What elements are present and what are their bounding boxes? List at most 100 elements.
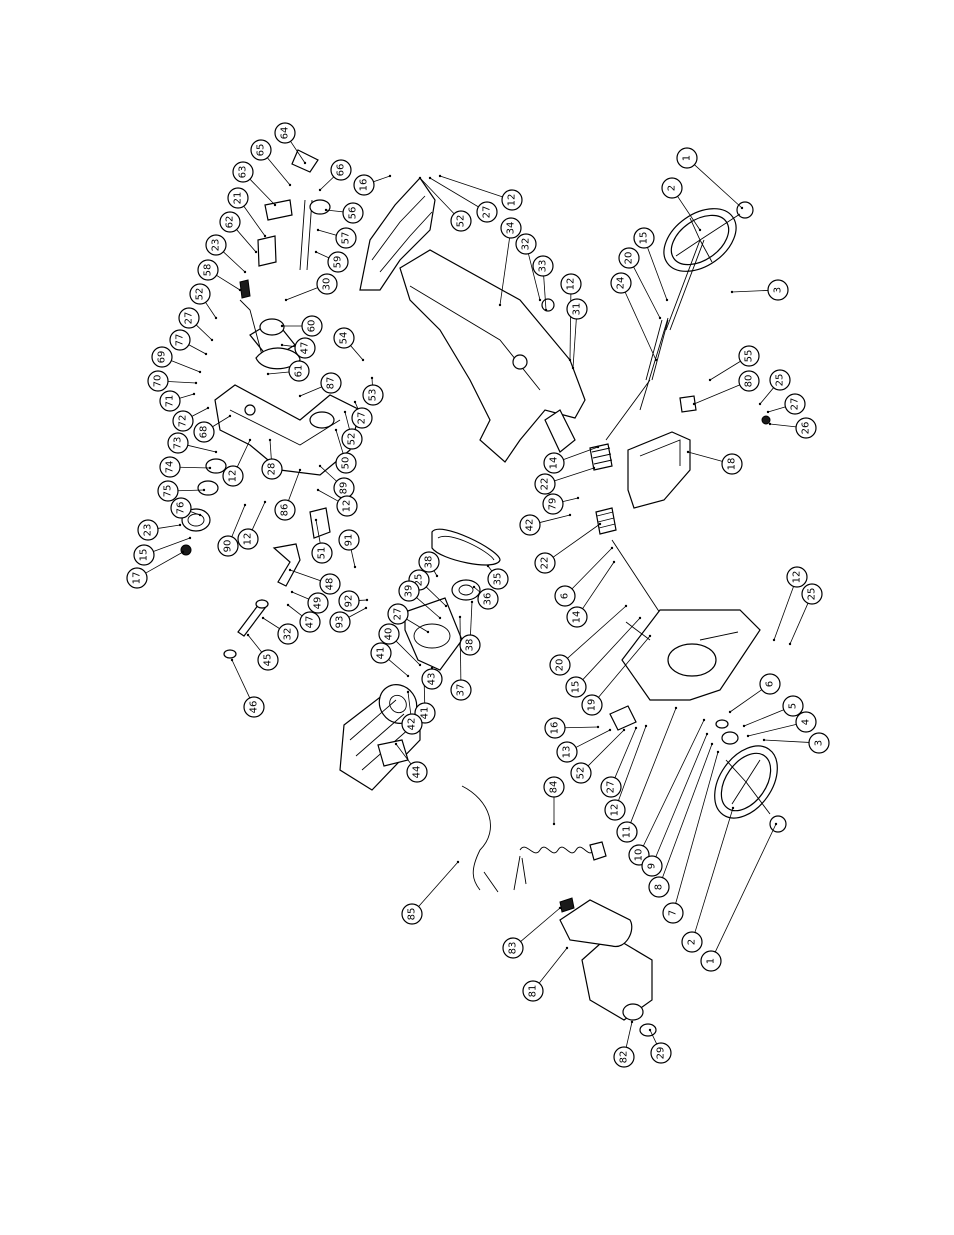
callout-number: 56	[348, 207, 359, 220]
callout-c-14b: 14	[566, 606, 588, 628]
callout-circle	[769, 369, 791, 391]
leader-line-c-65	[267, 157, 291, 186]
callout-circle	[401, 903, 423, 925]
leader-end-c-70	[194, 381, 198, 385]
callout-circle	[542, 493, 564, 515]
callout-c-47b: 47	[299, 611, 321, 633]
leader-end-c-63	[273, 203, 277, 207]
leader-end-c-90	[243, 503, 247, 507]
callout-number: 11	[622, 826, 633, 839]
callout-c-68: 68	[193, 421, 215, 443]
callout-c-26: 26	[795, 417, 817, 439]
callout-number: 55	[744, 350, 755, 363]
leader-line-c-85	[418, 861, 459, 907]
leader-end-c-92	[365, 598, 369, 602]
callout-number: 86	[280, 504, 291, 517]
leader-line-c-30	[285, 287, 318, 301]
leader-line-c-25a	[425, 586, 447, 607]
leader-end-c-34	[498, 303, 502, 307]
callout-c-56: 56	[342, 202, 364, 224]
leader-end-c-16a	[388, 174, 392, 178]
leader-end-c-65	[288, 183, 292, 187]
callout-c-15a: 15	[633, 227, 655, 249]
callout-circle	[330, 159, 352, 181]
leader-end-c-25b	[758, 402, 762, 406]
leader-end-c-1b	[774, 822, 778, 826]
leader-line-c-93	[348, 607, 367, 618]
callout-number: 82	[619, 1051, 630, 1064]
callout-c-16b: 16	[544, 717, 566, 739]
leader-end-c-12c	[316, 488, 320, 492]
callout-number: 34	[506, 222, 517, 235]
callout-number: 59	[333, 256, 344, 269]
callout-c-47a: 47	[294, 337, 316, 359]
callout-c-14a: 14	[543, 452, 565, 474]
leader-end-c-31	[571, 366, 575, 370]
leader-end-c-3a	[730, 290, 734, 294]
leader-end-c-85	[456, 860, 460, 864]
leader-end-c-72	[206, 406, 210, 410]
callout-number: 8	[654, 884, 665, 890]
callout-c-83: 83	[502, 937, 524, 959]
callout-circle	[170, 497, 192, 519]
callout-c-49: 49	[307, 592, 329, 614]
callout-c-12a: 12	[501, 189, 523, 211]
callout-c-22a: 22	[534, 473, 556, 495]
callout-number: 62	[225, 216, 236, 229]
upper-arm	[399, 249, 586, 463]
callout-number: 27	[790, 398, 801, 411]
callout-number: 68	[199, 426, 210, 439]
callout-circle	[534, 473, 556, 495]
leader-line-c-6b	[729, 689, 763, 713]
leader-line-c-31	[572, 318, 577, 369]
callout-number: 12	[792, 571, 803, 584]
switch-box	[559, 897, 657, 1037]
callout-c-38b: 38	[459, 634, 481, 656]
callout-number: 92	[344, 595, 355, 608]
leader-end-c-50	[334, 428, 338, 432]
leader-end-c-27c	[353, 400, 357, 404]
leader-end-c-69	[198, 370, 202, 374]
callout-c-32a: 32	[515, 233, 537, 255]
callout-number: 89	[339, 482, 350, 495]
leader-line-c-89	[319, 465, 337, 482]
callout-circle	[613, 1046, 635, 1068]
callout-number: 79	[548, 498, 559, 511]
leader-line-c-17	[145, 551, 184, 574]
leader-line-c-86	[288, 469, 301, 501]
leader-line-c-47b	[287, 604, 303, 617]
leader-end-c-84	[552, 822, 556, 826]
lead-screw	[645, 319, 669, 381]
callout-circle	[500, 217, 522, 239]
callout-circle	[237, 528, 259, 550]
callout-circle	[319, 573, 341, 595]
callout-number: 27	[606, 781, 617, 794]
callout-number: 93	[335, 616, 346, 629]
leader-end-c-36	[472, 585, 476, 589]
callout-number: 47	[300, 342, 311, 355]
callout-c-20b: 20	[549, 654, 571, 676]
callout-circle	[502, 937, 524, 959]
leader-line-c-42a	[407, 691, 412, 715]
leader-line-c-64	[290, 141, 306, 164]
callout-c-93: 93	[329, 611, 351, 633]
leader-line-c-12f	[618, 725, 647, 801]
callout-circle	[133, 544, 155, 566]
leader-line-c-22b	[552, 523, 601, 558]
callout-c-21: 21	[227, 187, 249, 209]
leader-line-c-20a	[633, 266, 661, 319]
leader-line-c-15c	[582, 617, 641, 680]
leader-end-c-45	[246, 633, 250, 637]
callout-c-1a: 1	[676, 147, 698, 169]
callout-circle	[556, 741, 578, 763]
leader-end-c-44	[394, 742, 398, 746]
callout-c-19: 19	[581, 694, 603, 716]
leader-end-c-14b	[612, 560, 616, 564]
callout-c-52c: 52	[341, 428, 363, 450]
callout-circle	[450, 679, 472, 701]
callout-circle	[307, 592, 329, 614]
leader-end-c-61	[266, 372, 270, 376]
callout-circle	[566, 298, 588, 320]
leader-end-c-9	[705, 732, 709, 736]
callout-c-25c: 25	[801, 583, 823, 605]
